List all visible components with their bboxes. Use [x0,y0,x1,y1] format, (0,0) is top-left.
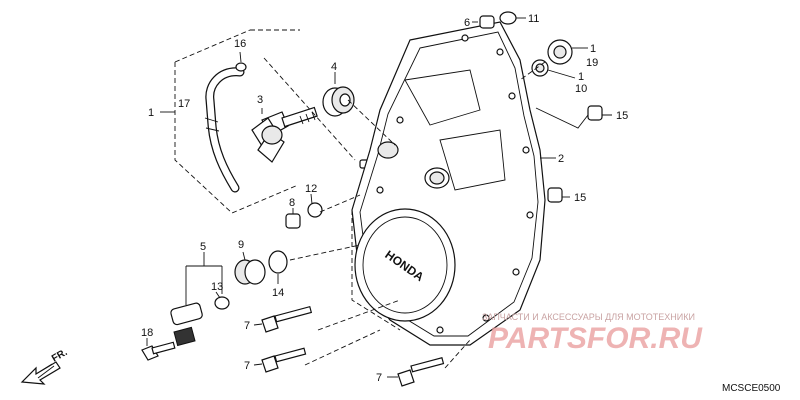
group-bracket-left [160,29,299,214]
bolt-7-a [261,305,313,333]
front-direction-arrow: FR. [20,347,70,385]
callout-11: 11 [528,13,539,25]
sensor-5 [170,302,203,347]
mechanical-seal [322,72,355,117]
oil-seal [531,59,549,77]
callout-1-left: 1 [148,107,154,119]
plug-8 [285,213,301,229]
callout-10: 10 [575,83,587,95]
assembly-guides [263,57,546,369]
cap-9 [234,259,266,285]
leader-lines [146,17,612,378]
callout-15-a: 15 [616,110,628,122]
callout-17: 17 [178,98,190,110]
bearing [547,39,573,65]
callout-2: 2 [558,153,564,165]
callout-7-a: 7 [244,320,250,332]
callout-15-b: 15 [574,192,586,204]
callout-6: 6 [464,17,470,29]
washer-12 [307,202,323,218]
callout-19: 19 [586,57,598,69]
hose-clip [235,62,247,72]
watermark-tagline: ЗАПЧАСТИ И АКСЕССУАРЫ ДЛЯ МОТОТЕХНИКИ [482,312,695,322]
watermark: ЗАПЧАСТИ И АКСЕССУАРЫ ДЛЯ МОТОТЕХНИКИ PA… [482,312,703,355]
callout-12: 12 [305,183,317,195]
callout-1-top: 1 [590,43,596,55]
callout-13: 13 [211,281,223,293]
diagram-code: MCSCE0500 [722,383,781,394]
callout-9: 9 [238,239,244,251]
callout-7-b: 7 [244,360,250,372]
callout-3: 3 [257,94,263,106]
callout-7-c: 7 [376,372,382,384]
watermark-logo: PARTSFOR.RU [488,322,703,355]
water-hose [204,67,245,193]
group-bracket-sensor [185,252,223,305]
dowel-15-upper [587,105,603,121]
front-direction-label: FR. [50,347,70,365]
o-ring-13 [214,296,230,310]
water-pump-impeller [251,106,318,163]
clutch-cover: HONDA [351,21,546,346]
o-ring-11 [499,11,517,25]
dowel-6 [479,15,495,29]
callout-16: 16 [234,38,246,50]
o-ring-14 [268,250,288,274]
bolt-7-c [397,356,445,387]
callout-5: 5 [200,241,206,253]
bolt-18 [141,341,176,361]
dowel-15-lower [547,187,563,203]
callout-1-mid: 1 [578,71,584,83]
bolt-7-b [261,347,307,373]
callout-4: 4 [331,61,337,73]
callout-8: 8 [289,197,295,209]
callout-18: 18 [141,327,153,339]
callout-14: 14 [272,287,284,299]
